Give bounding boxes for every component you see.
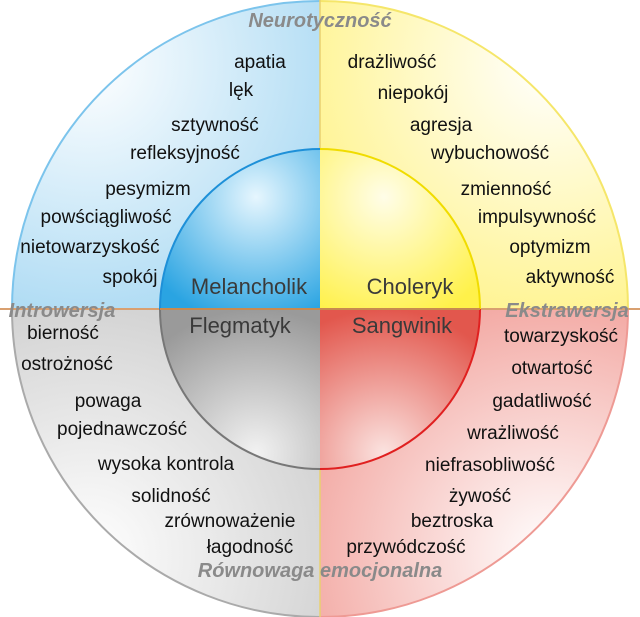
- inner-quadrant-sanguine: [320, 309, 480, 469]
- trait: lęk: [229, 80, 254, 101]
- trait: refleksyjność: [130, 143, 240, 164]
- axis-label-bottom: Równowaga emocjonalna: [198, 560, 442, 582]
- trait: gadatliwość: [492, 391, 591, 412]
- inner-quadrant-phlegmatic: [160, 309, 320, 469]
- trait: wysoka kontrola: [97, 454, 235, 475]
- trait: nietowarzyskość: [20, 237, 159, 258]
- temperament-phlegmatic: Flegmatyk: [189, 313, 291, 338]
- trait: pojednawczość: [57, 419, 187, 440]
- axis-label-top: Neurotyczność: [248, 10, 392, 32]
- temperament-melancholic: Melancholik: [191, 274, 308, 299]
- trait: ostrożność: [21, 354, 113, 375]
- axis-label-right: Ekstrawersja: [505, 300, 628, 322]
- trait: zmienność: [461, 179, 552, 200]
- trait: przywódczość: [346, 537, 465, 558]
- trait: niepokój: [378, 83, 449, 104]
- trait: aktywność: [526, 267, 615, 288]
- trait: wrażliwość: [466, 423, 559, 444]
- temperament-sanguine: Sangwinik: [352, 313, 453, 338]
- trait: niefrasobliwość: [425, 455, 555, 476]
- axis-label-left: Introwersja: [9, 300, 116, 322]
- trait: sztywność: [171, 115, 259, 136]
- trait: zrównoważenie: [165, 511, 296, 532]
- trait: beztroska: [411, 511, 494, 532]
- trait: bierność: [27, 323, 99, 344]
- trait: powaga: [75, 391, 142, 412]
- trait: drażliwość: [348, 52, 437, 73]
- trait: solidność: [131, 486, 210, 507]
- trait: towarzyskość: [504, 326, 618, 347]
- trait: agresja: [410, 115, 473, 136]
- trait: powściągliwość: [41, 207, 172, 228]
- trait: pesymizm: [105, 179, 191, 200]
- trait: spokój: [103, 267, 158, 288]
- trait: wybuchowość: [430, 143, 549, 164]
- inner-quadrant-choleric: [320, 149, 480, 309]
- trait: łagodność: [207, 537, 294, 558]
- trait: otwartość: [511, 358, 592, 379]
- trait: optymizm: [509, 237, 590, 258]
- trait: żywość: [449, 486, 511, 507]
- temperament-choleric: Choleryk: [367, 274, 455, 299]
- inner-quadrant-melancholic: [160, 149, 320, 309]
- trait: apatia: [234, 52, 286, 73]
- trait: impulsywność: [478, 207, 596, 228]
